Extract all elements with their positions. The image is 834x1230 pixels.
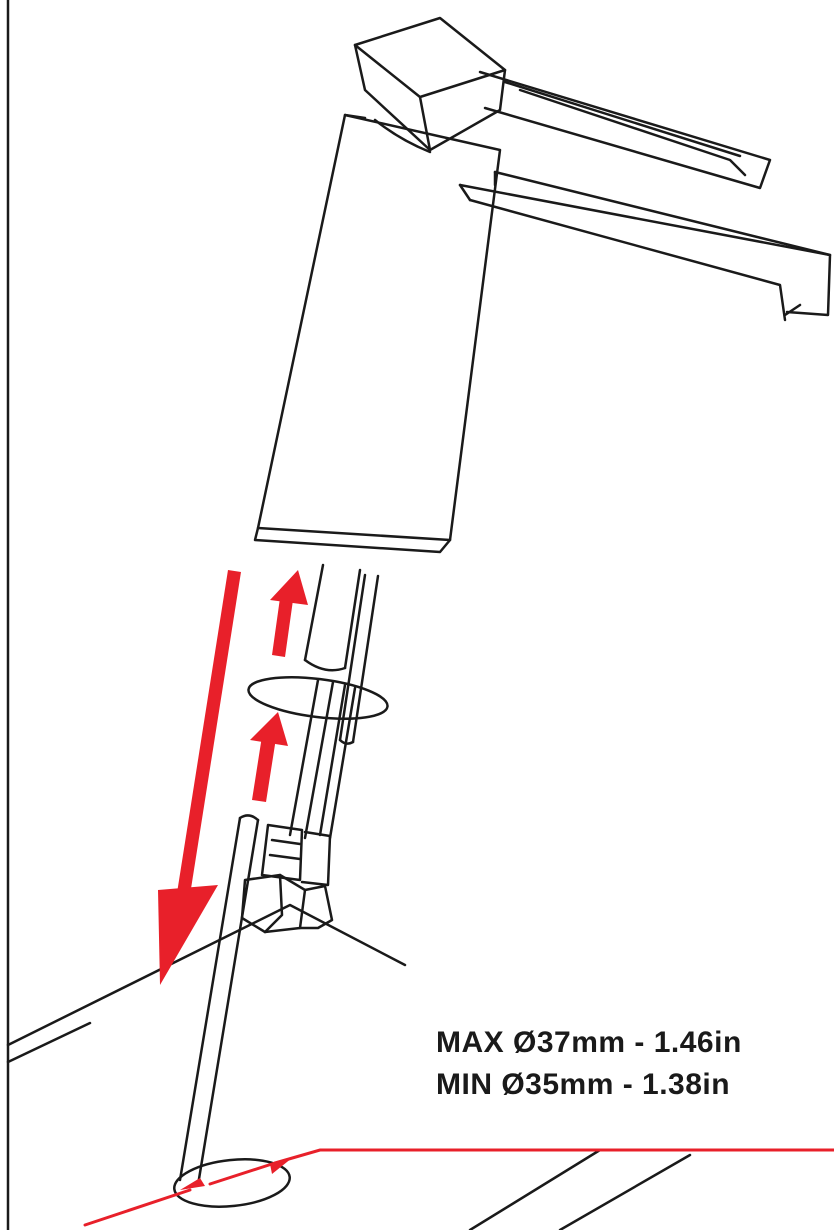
max-hole-diameter-label: MAX Ø37mm - 1.46in — [436, 1026, 742, 1059]
mounting-hole — [173, 1158, 291, 1208]
long-down-arrow-icon — [158, 570, 241, 985]
hose-nut-right — [298, 830, 334, 930]
hose-nut-left — [240, 823, 307, 934]
up-arrow-icon — [250, 712, 288, 802]
supply-hoses — [288, 678, 357, 840]
dimension-arrowhead-right — [270, 1158, 292, 1174]
min-hole-diameter-label: MIN Ø35mm - 1.38in — [436, 1068, 731, 1101]
o-ring — [247, 676, 389, 720]
dimension-arrowhead-left — [180, 1178, 205, 1190]
handle — [353, 16, 772, 190]
spout — [458, 170, 832, 322]
hole-dimension-line — [83, 1148, 834, 1227]
up-arrow-icon — [270, 570, 308, 657]
faucet-body — [253, 113, 502, 554]
supply-pipe — [178, 814, 260, 1187]
stem-cylinder — [303, 563, 362, 672]
countertop — [6, 903, 692, 1230]
